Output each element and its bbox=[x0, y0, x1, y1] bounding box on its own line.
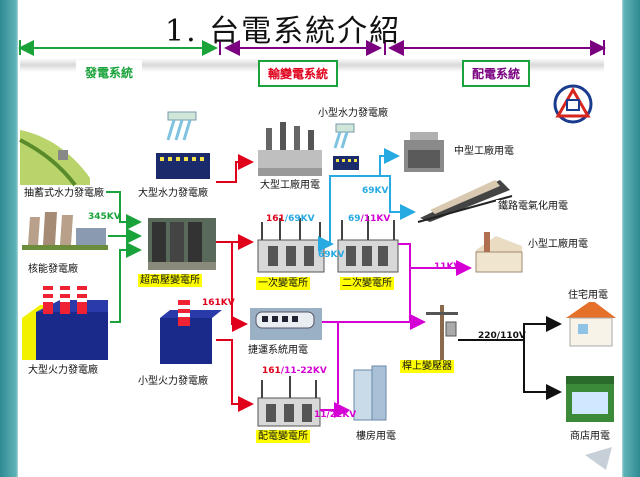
small-hydro-icon bbox=[333, 123, 359, 170]
mrt-train-icon bbox=[250, 308, 322, 340]
pumped-hydro-label: 抽蓄式水力發電廠 bbox=[22, 187, 106, 200]
flow-thermal-to-dist bbox=[216, 339, 254, 412]
distribution-substation-icon bbox=[257, 376, 321, 427]
pole-transformer-icon bbox=[426, 305, 458, 363]
nuclear-label: 核能發電廠 bbox=[26, 263, 80, 276]
transmission-section-label: 輸變電系統 bbox=[258, 60, 339, 87]
building-icon bbox=[353, 365, 387, 421]
pole-transformer-label: 桿上變壓器 bbox=[400, 360, 454, 373]
flow-pumped-to-ehv bbox=[98, 191, 142, 230]
small-factory-label: 小型工廠用電 bbox=[526, 238, 590, 251]
nuclear-plant-icon bbox=[22, 212, 108, 250]
voltage-220-110v: 220/110V bbox=[478, 331, 526, 341]
flow-primary-to-railway bbox=[380, 175, 416, 220]
large-hydro-label: 大型水力發電廠 bbox=[136, 187, 210, 200]
large-thermal-plant-icon bbox=[22, 286, 108, 360]
distribution-substation-label: 配電變電所 bbox=[256, 430, 310, 443]
small-hydro-label: 小型水力發電廠 bbox=[316, 107, 390, 120]
flow-pole-to-residential bbox=[458, 316, 562, 341]
voltage-161-11-22kv: 161/11-22KV bbox=[262, 366, 327, 376]
small-thermal-plant-icon bbox=[160, 300, 222, 364]
shop-icon bbox=[566, 376, 614, 422]
distribution-section-label: 配電系統 bbox=[462, 60, 531, 87]
small-factory-icon bbox=[475, 232, 523, 273]
taipower-logo-icon bbox=[553, 84, 593, 124]
residential-label: 住宅用電 bbox=[566, 289, 610, 302]
voltage-161-part: 161 bbox=[266, 214, 285, 224]
voltage-161-69kv: 161/69KV bbox=[266, 214, 315, 224]
large-factory-label: 大型工廠用電 bbox=[258, 179, 322, 192]
railway-label: 鐵路電氣化用電 bbox=[496, 200, 570, 213]
voltage-69kv-top: 69KV bbox=[362, 186, 389, 196]
large-factory-icon bbox=[258, 122, 322, 176]
page-title: 1. 台電系統介紹 bbox=[165, 14, 402, 49]
flow-ehv-to-mrt bbox=[231, 242, 248, 332]
large-hydro-icon bbox=[156, 111, 210, 179]
small-thermal-label: 小型火力發電廠 bbox=[136, 375, 210, 388]
secondary-substation-label: 二次變電所 bbox=[340, 277, 394, 290]
voltage-11kv-part: /11KV bbox=[360, 214, 391, 224]
flow-pole-to-shop bbox=[523, 340, 562, 400]
voltage-161b-part: 161 bbox=[262, 366, 281, 376]
primary-substation-label: 一次變電所 bbox=[256, 277, 310, 290]
voltage-11-22kv-part: /11-22KV bbox=[280, 366, 327, 376]
residential-house-icon bbox=[566, 300, 616, 347]
ultra-high-substation-label: 超高壓變電所 bbox=[138, 274, 202, 287]
generation-section-label: 發電系統 bbox=[76, 60, 143, 85]
ultra-high-substation-icon bbox=[148, 218, 216, 270]
pumped-hydro-icon bbox=[19, 130, 90, 187]
voltage-345kv: 345KV bbox=[88, 212, 121, 222]
voltage-69kv-part: /69KV bbox=[284, 214, 315, 224]
large-thermal-label: 大型火力發電廠 bbox=[26, 364, 100, 377]
secondary-substation-icon bbox=[337, 216, 399, 273]
flow-hydro-to-factory bbox=[216, 154, 254, 183]
primary-substation-icon bbox=[257, 218, 325, 273]
building-label: 樓房用電 bbox=[354, 430, 398, 443]
voltage-69-part: 69 bbox=[348, 214, 361, 224]
medium-factory-label: 中型工廠用電 bbox=[452, 145, 516, 158]
voltage-11kv: 11KV bbox=[434, 262, 461, 272]
medium-factory-icon bbox=[404, 132, 444, 172]
voltage-11-22kv: 11/22KV bbox=[314, 410, 357, 420]
flow-thermal-to-ehv bbox=[110, 242, 142, 323]
voltage-69kv-mid: 69KV bbox=[318, 250, 345, 260]
flow-secondary-to-small-factory bbox=[398, 243, 472, 276]
shop-label: 商店用電 bbox=[568, 430, 612, 443]
voltage-69-11kv: 69/11KV bbox=[348, 214, 390, 224]
voltage-161kv: 161KV bbox=[202, 298, 235, 308]
mrt-label: 捷運系統用電 bbox=[246, 344, 310, 357]
